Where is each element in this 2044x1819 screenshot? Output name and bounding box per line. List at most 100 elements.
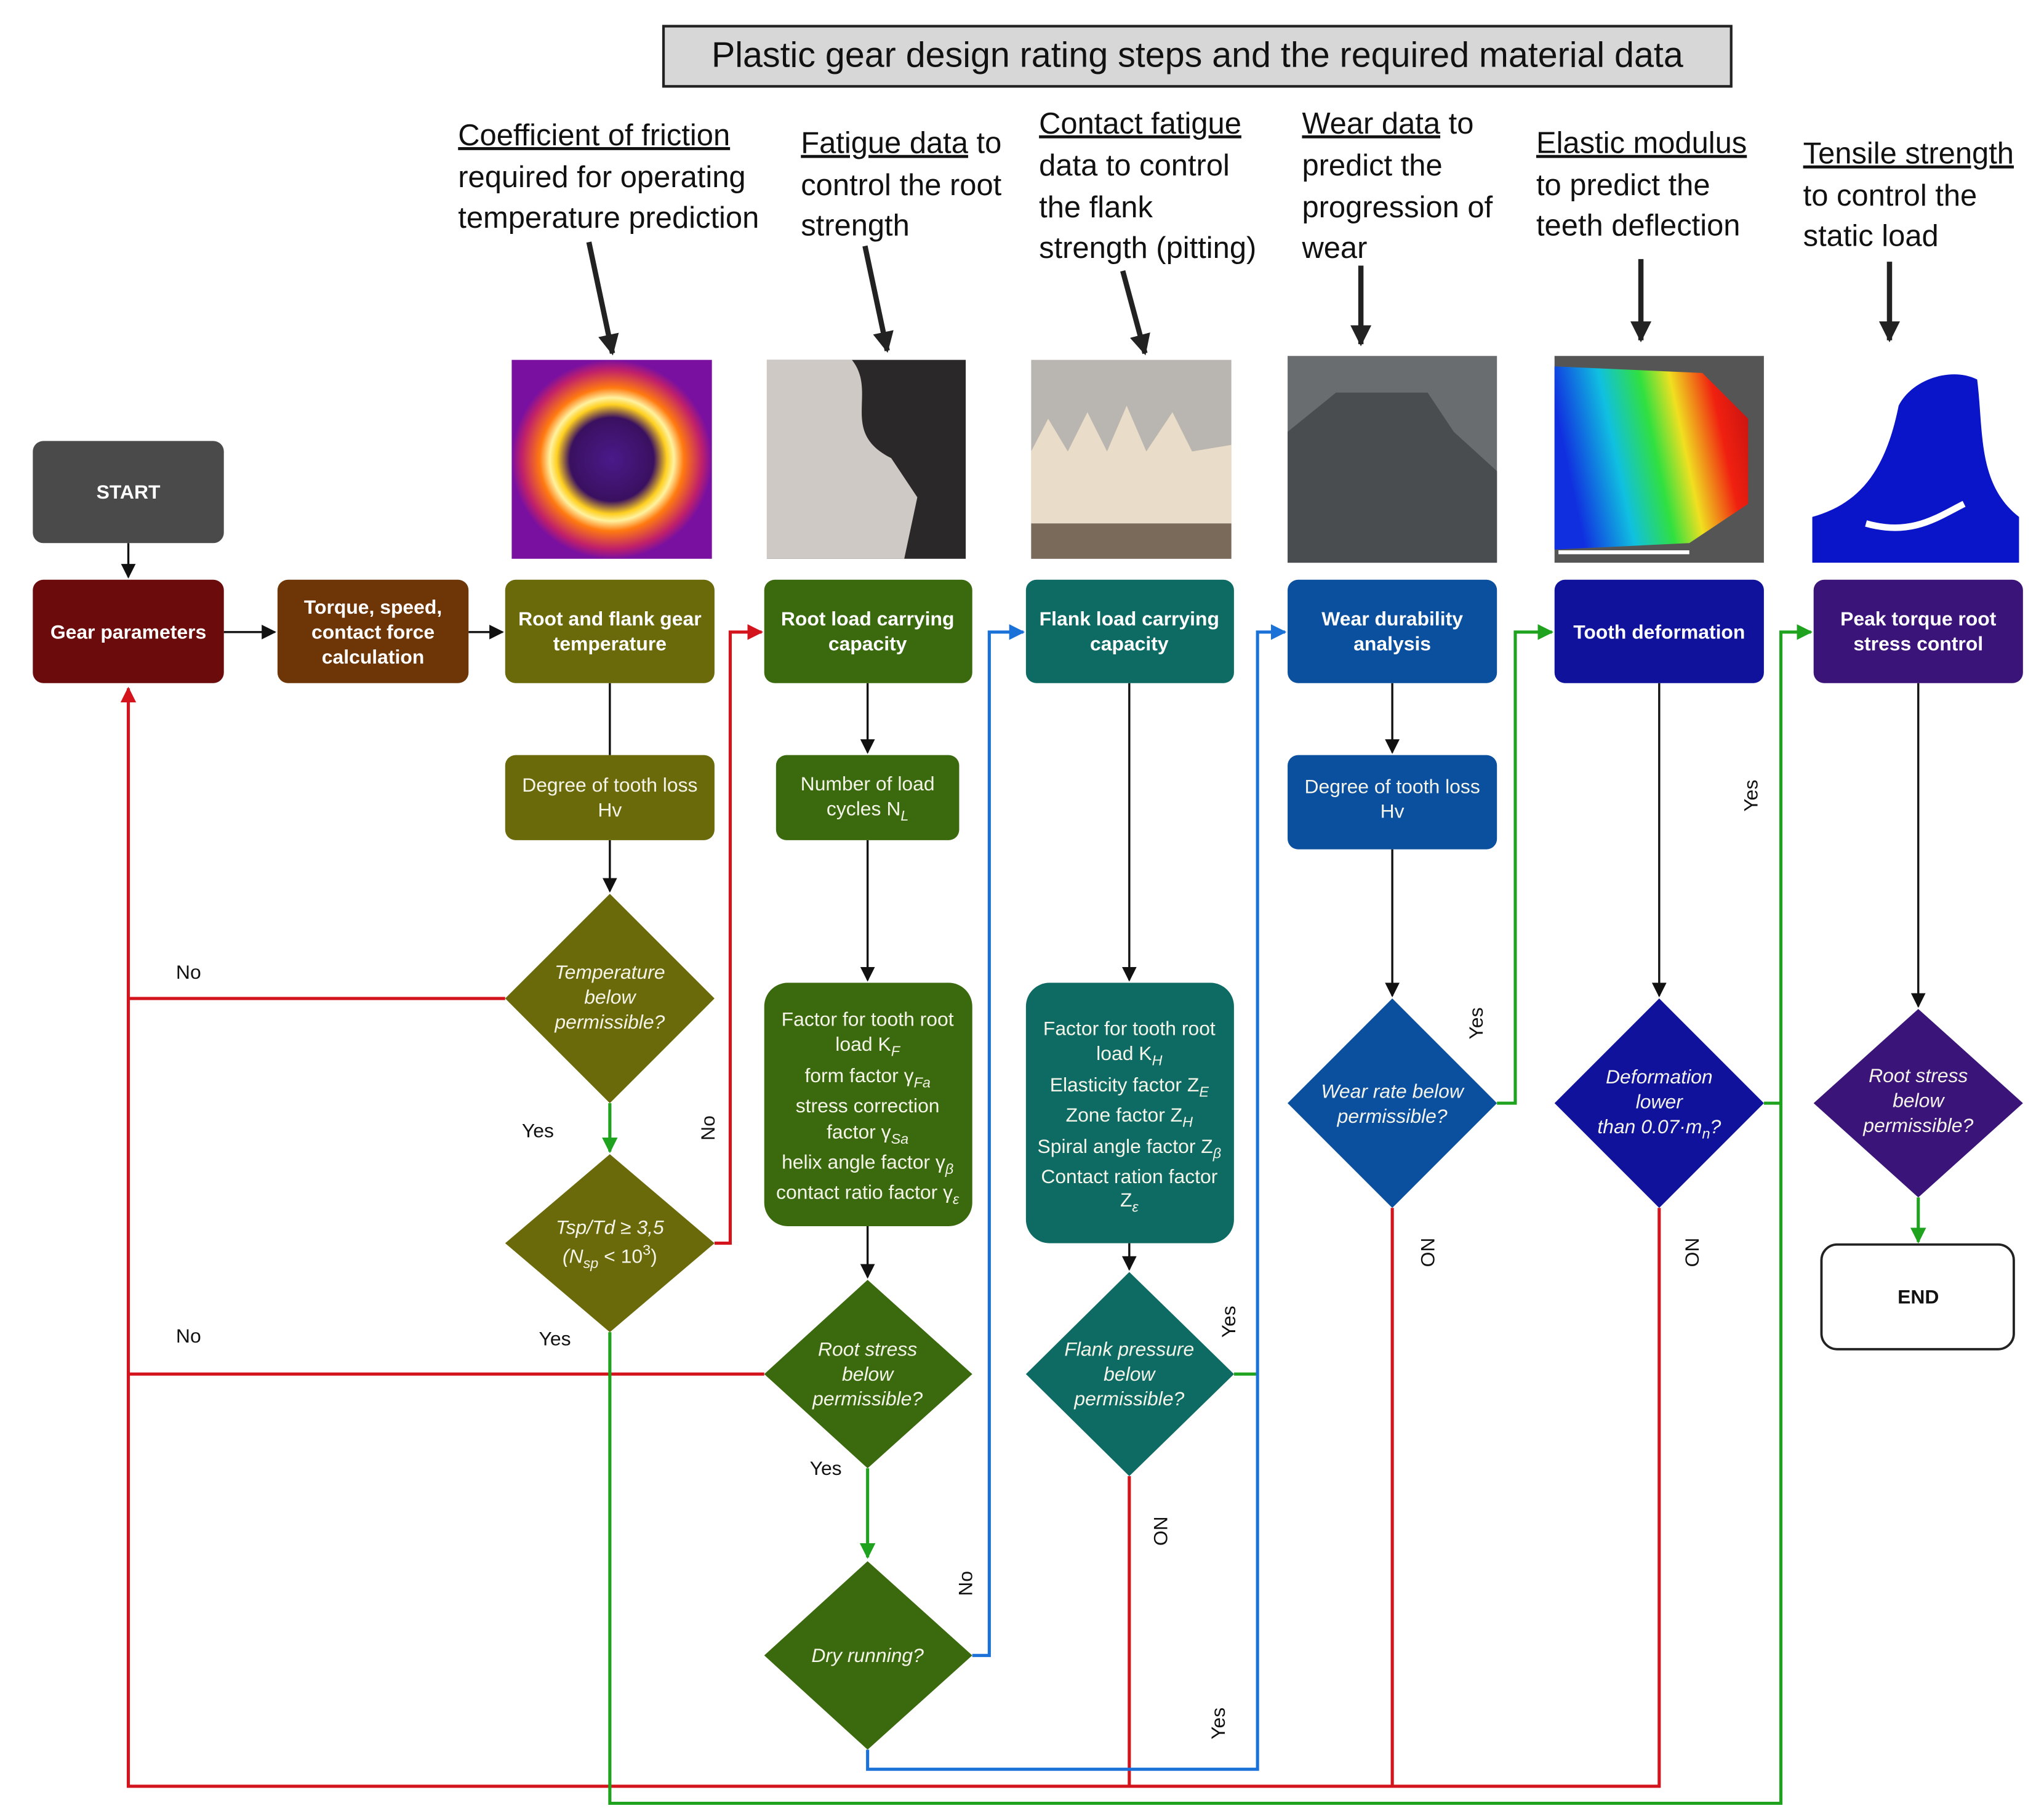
svg-text:Tensile strength: Tensile strength — [1803, 137, 2014, 171]
svg-text:Dry running?: Dry running? — [811, 1644, 924, 1666]
svg-text:contact ratio factor γε: contact ratio factor γε — [776, 1181, 960, 1207]
svg-text:teeth deflection: teeth deflection — [1536, 209, 1741, 243]
svg-text:Coefficient of friction: Coefficient of friction — [458, 119, 730, 152]
svg-text:load KF: load KF — [835, 1033, 900, 1059]
svg-text:to control the: to control the — [1803, 179, 1978, 212]
dry-running-decision: Dry running? — [764, 1561, 972, 1750]
svg-text:below: below — [842, 1363, 894, 1385]
svg-text:capacity: capacity — [1090, 633, 1169, 655]
svg-text:below: below — [1893, 1090, 1945, 1112]
temperature-node: Root and flank gear temperature — [505, 579, 715, 683]
svg-text:temperature: temperature — [553, 633, 667, 655]
title-box: Plastic gear design rating steps and the… — [662, 25, 1733, 88]
svg-text:below: below — [1104, 1363, 1156, 1385]
svg-text:No: No — [176, 961, 201, 983]
svg-text:NO: NO — [1681, 1238, 1703, 1267]
svg-text:Yes: Yes — [1207, 1708, 1229, 1740]
svg-text:static load: static load — [1803, 220, 1939, 253]
root-fatigue-photo — [766, 359, 966, 559]
tooth-deformation-node: Tooth deformation — [1554, 579, 1764, 683]
svg-text:Degree of tooth loss: Degree of tooth loss — [1304, 775, 1480, 797]
title: Plastic gear design rating steps and the… — [711, 35, 1683, 74]
svg-text:Yes: Yes — [539, 1327, 571, 1349]
peak-root-stress-decision: Root stress below permissible? — [1813, 1009, 2023, 1198]
svg-text:strength (pitting): strength (pitting) — [1039, 231, 1256, 265]
svg-text:No: No — [176, 1325, 201, 1347]
no-paths — [120, 624, 1661, 1788]
fea-tooth-image — [1812, 374, 2019, 563]
root-load-node: Root load carrying capacity — [764, 579, 972, 683]
svg-text:Contact fatigue: Contact fatigue — [1039, 107, 1241, 140]
svg-text:stress correction: stress correction — [796, 1094, 940, 1117]
svg-text:Torque, speed,: Torque, speed, — [304, 596, 442, 618]
svg-text:Number of load: Number of load — [801, 773, 935, 795]
svg-text:Tsp/Td ≥ 3,5: Tsp/Td ≥ 3,5 — [556, 1216, 664, 1239]
svg-text:Factor for tooth root: Factor for tooth root — [782, 1008, 954, 1030]
svg-text:permissible?: permissible? — [554, 1011, 665, 1033]
svg-text:wear: wear — [1301, 231, 1367, 265]
svg-text:lower: lower — [1636, 1091, 1684, 1113]
svg-text:calculation: calculation — [322, 646, 425, 668]
svg-text:Flank load carrying: Flank load carrying — [1040, 608, 1219, 630]
root-factors-node: Factor for tooth root load KF form facto… — [764, 982, 972, 1226]
svg-text:Wear durability: Wear durability — [1321, 608, 1463, 630]
svg-text:factor γSa: factor γSa — [827, 1121, 908, 1147]
svg-text:Flank pressure: Flank pressure — [1064, 1338, 1194, 1360]
svg-text:predict the: predict the — [1302, 149, 1442, 182]
svg-text:NO: NO — [1417, 1238, 1439, 1267]
wear-rate-decision: Wear rate below permissible? — [1288, 998, 1497, 1208]
svg-text:load KH: load KH — [1096, 1042, 1162, 1069]
svg-text:Elastic modulus: Elastic modulus — [1536, 127, 1747, 160]
tooth-loss-node-2: Degree of tooth loss Hv — [1288, 755, 1497, 849]
tsp-td-decision: Tsp/Td ≥ 3,5 (Nsp < 103) — [505, 1154, 715, 1333]
annotation-elastic: Elastic modulus to predict the teeth def… — [1536, 127, 1747, 243]
svg-text:Root stress: Root stress — [1869, 1064, 1968, 1086]
flank-load-node: Flank load carrying capacity — [1025, 579, 1234, 683]
flank-pressure-decision: Flank pressure below permissible? — [1025, 1272, 1234, 1477]
svg-text:capacity: capacity — [828, 633, 907, 655]
svg-text:(Nsp < 103): (Nsp < 103) — [563, 1242, 657, 1271]
svg-text:Gear parameters: Gear parameters — [50, 620, 206, 643]
svg-text:Yes: Yes — [1739, 780, 1761, 812]
svg-text:NO: NO — [1150, 1516, 1172, 1546]
svg-text:stress control: stress control — [1853, 633, 1983, 655]
svg-text:permissible?: permissible? — [1337, 1105, 1448, 1127]
svg-text:No: No — [955, 1571, 977, 1596]
svg-text:permissible?: permissible? — [1862, 1114, 1973, 1136]
svg-text:Degree of tooth loss: Degree of tooth loss — [522, 774, 697, 796]
svg-text:Root stress: Root stress — [818, 1338, 917, 1360]
wear-photo — [1288, 356, 1497, 563]
svg-text:START: START — [97, 481, 161, 503]
svg-text:helix angle factor γβ: helix angle factor γβ — [782, 1150, 953, 1177]
deformation-decision: Deformation lower than 0.07·mn? — [1554, 998, 1764, 1208]
torque-calculation-node: Torque, speed, contact force calculation — [277, 579, 469, 683]
peak-torque-node: Peak torque root stress control — [1813, 579, 2023, 683]
svg-text:Root load carrying: Root load carrying — [781, 608, 955, 630]
svg-text:the flank: the flank — [1039, 191, 1153, 224]
svg-text:Elasticity factor ZE: Elasticity factor ZE — [1050, 1074, 1209, 1100]
svg-text:than 0.07·mn?: than 0.07·mn? — [1597, 1115, 1721, 1142]
svg-text:Root and flank gear: Root and flank gear — [518, 608, 702, 630]
tooth-loss-node-1: Degree of tooth loss Hv — [505, 755, 715, 840]
gear-parameters-node: Gear parameters — [33, 579, 224, 683]
temperature-decision: Temperature below permissible? — [505, 893, 715, 1104]
svg-text:Fatigue data to: Fatigue data to — [801, 127, 1001, 160]
edge-labels: No Yes No No Yes Yes No Yes NO Yes Yes N… — [176, 780, 1761, 1740]
svg-text:below: below — [584, 986, 636, 1008]
wear-durability-node: Wear durability analysis — [1288, 579, 1497, 683]
svg-text:Zone factor ZH: Zone factor ZH — [1066, 1104, 1193, 1130]
end-node: END — [1820, 1243, 2015, 1351]
svg-text:Yes: Yes — [522, 1119, 554, 1141]
svg-text:END: END — [1898, 1285, 1939, 1307]
svg-text:analysis: analysis — [1353, 633, 1431, 655]
svg-text:Wear rate below: Wear rate below — [1321, 1080, 1464, 1102]
annotation-contact-fatigue: Contact fatigue data to control the flan… — [1039, 107, 1256, 265]
svg-text:Tooth deformation: Tooth deformation — [1573, 620, 1745, 643]
svg-text:Hv: Hv — [598, 799, 622, 821]
deflection-photo — [1554, 356, 1764, 563]
annotation-tensile: Tensile strength to control the static l… — [1803, 137, 2014, 253]
annotation-wear: Wear data to predict the progression of … — [1301, 107, 1493, 265]
svg-text:permissible?: permissible? — [812, 1387, 923, 1410]
svg-text:control the root: control the root — [801, 169, 1001, 202]
